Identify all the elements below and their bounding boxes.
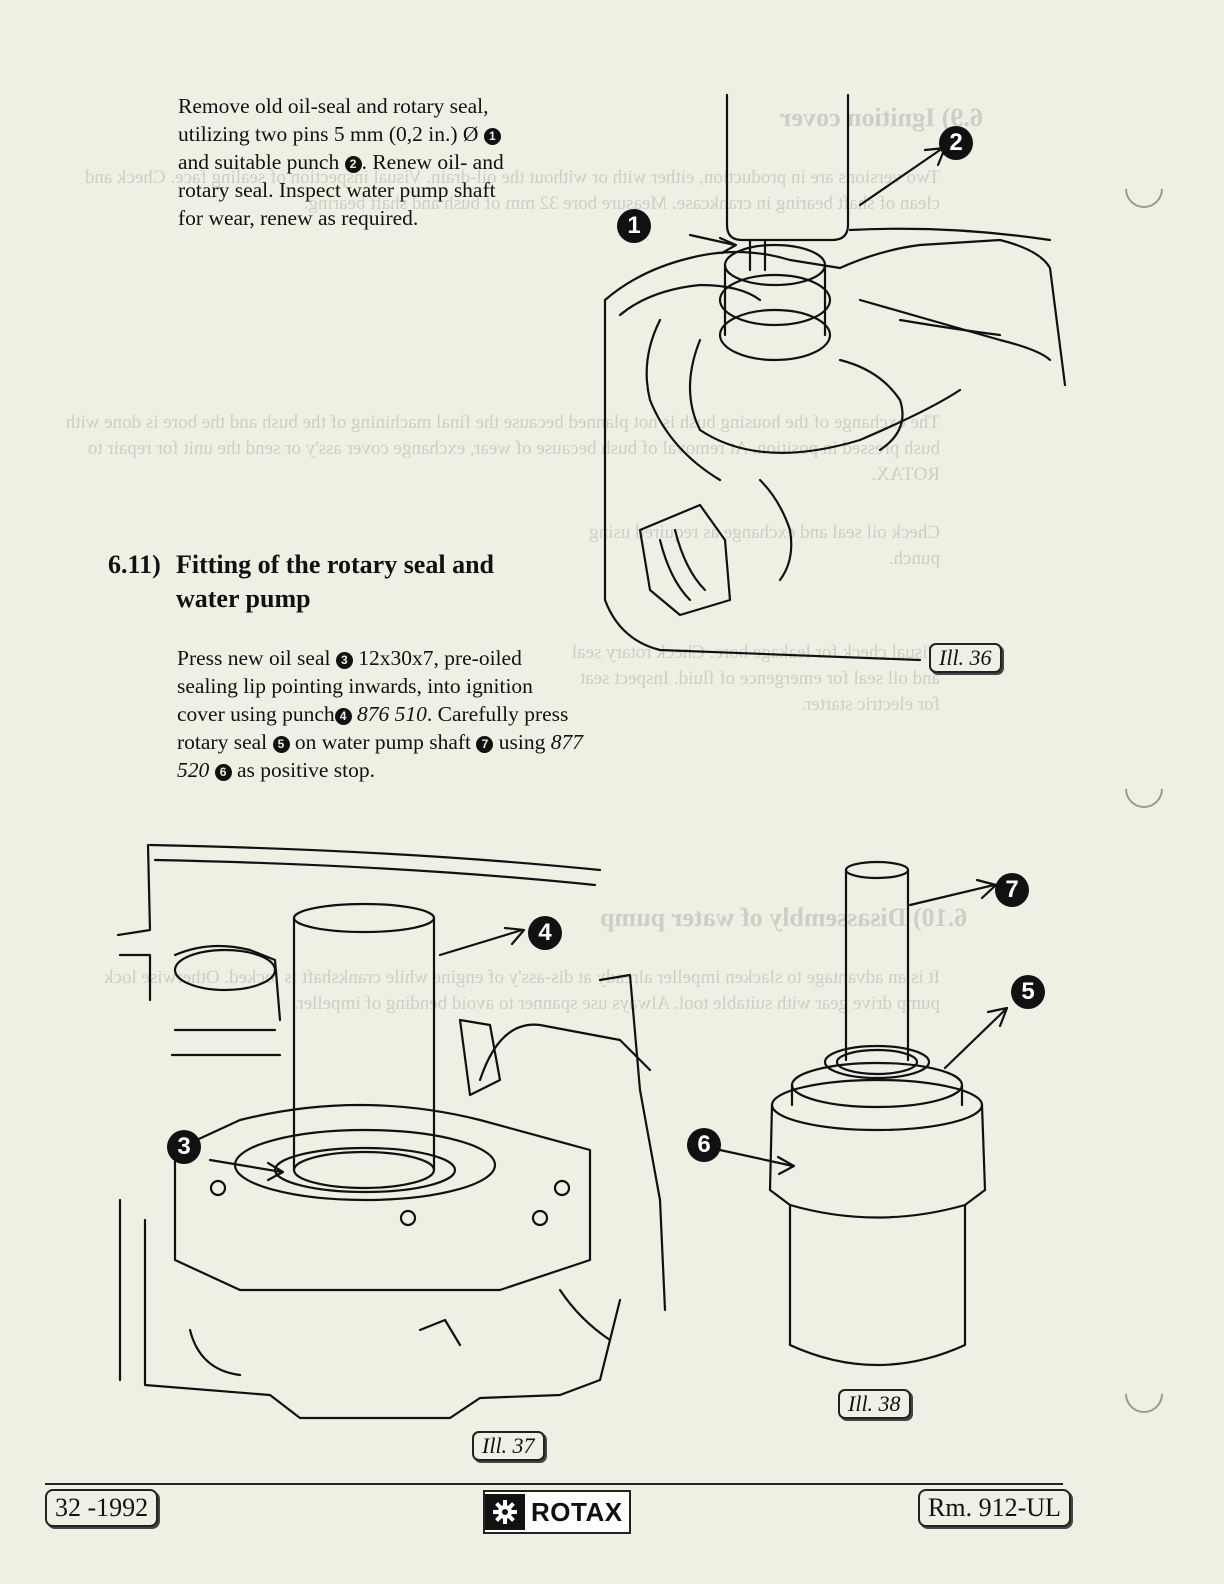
intro-line: utilizing two pins 5 mm (0,2 in.) Ø 1 (178, 120, 558, 148)
brand-name: ROTAX (531, 1496, 623, 1527)
body-line: 520 6 as positive stop. (177, 756, 637, 784)
callout-2-marker: 2 (939, 126, 973, 160)
callout-7-icon: 7 (476, 736, 494, 753)
body-text: Press new oil seal (177, 646, 331, 670)
callout-4-icon: 4 (334, 708, 352, 725)
intro-line: for wear, renew as required. (178, 206, 419, 230)
body-line: sealing lip pointing inwards, into ignit… (177, 674, 533, 698)
body-text: on water pump shaft (294, 730, 472, 754)
section-title-line2: water pump (176, 584, 311, 613)
body-line: Press new oil seal 3 12x30x7, pre-oiled (177, 644, 637, 672)
section-number: 6.11) (108, 550, 161, 579)
callout-3-icon: 3 (335, 652, 353, 669)
gear-icon (485, 1494, 525, 1530)
callout-5-icon: 5 (272, 736, 290, 753)
callout-2-icon: 2 (344, 156, 362, 173)
body-text: 12x30x7, pre-oiled (358, 646, 522, 670)
intro-text: utilizing two pins 5 mm (0,2 in.) Ø (178, 122, 479, 146)
body-text: cover using punch (177, 702, 335, 726)
body-text: as positive stop. (237, 758, 375, 782)
illustration-37-label: Ill. 37 (472, 1431, 545, 1461)
section-heading: 6.11) Fitting of the rotary seal and wate… (108, 548, 494, 616)
callout-3-marker: 3 (167, 1130, 201, 1164)
callout-7-marker: 7 (995, 873, 1029, 907)
intro-text: and suitable punch (178, 150, 340, 174)
footer-page-number: 32 -1992 (45, 1489, 159, 1527)
footer-rule (45, 1483, 1063, 1485)
callout-4-marker: 4 (528, 916, 562, 950)
rotax-logo: ROTAX (483, 1490, 631, 1534)
body-line: rotary seal 5 on water pump shaft 7 usin… (177, 728, 637, 756)
section-title-line1: Fitting of the rotary seal and (176, 550, 494, 579)
fitting-instructions: Press new oil seal 3 12x30x7, pre-oiled … (177, 644, 637, 784)
intro-paragraph: Remove old oil-seal and rotary seal, uti… (178, 92, 558, 232)
illustration-38-label: Ill. 38 (838, 1389, 911, 1419)
body-text: . Carefully press (426, 702, 569, 726)
footer-manual-code: Rm. 912-UL (918, 1489, 1071, 1527)
callout-1-icon: 1 (483, 128, 501, 145)
intro-line: rotary seal. Inspect water pump shaft (178, 178, 496, 202)
callout-6-icon: 6 (214, 764, 232, 781)
part-number: 520 (177, 758, 210, 782)
intro-text: . Renew oil- and (361, 150, 504, 174)
body-text: rotary seal (177, 730, 268, 754)
illustration-36-label: Ill. 36 (929, 643, 1002, 673)
body-text: using (498, 730, 546, 754)
callout-1-marker: 1 (617, 209, 651, 243)
callout-5-marker: 5 (1011, 975, 1045, 1009)
intro-line: Remove old oil-seal and rotary seal, (178, 94, 489, 118)
callout-6-marker: 6 (687, 1128, 721, 1162)
part-number: 876 510 (357, 702, 427, 726)
part-number: 877 (550, 730, 583, 754)
intro-line: and suitable punch 2. Renew oil- and (178, 148, 558, 176)
